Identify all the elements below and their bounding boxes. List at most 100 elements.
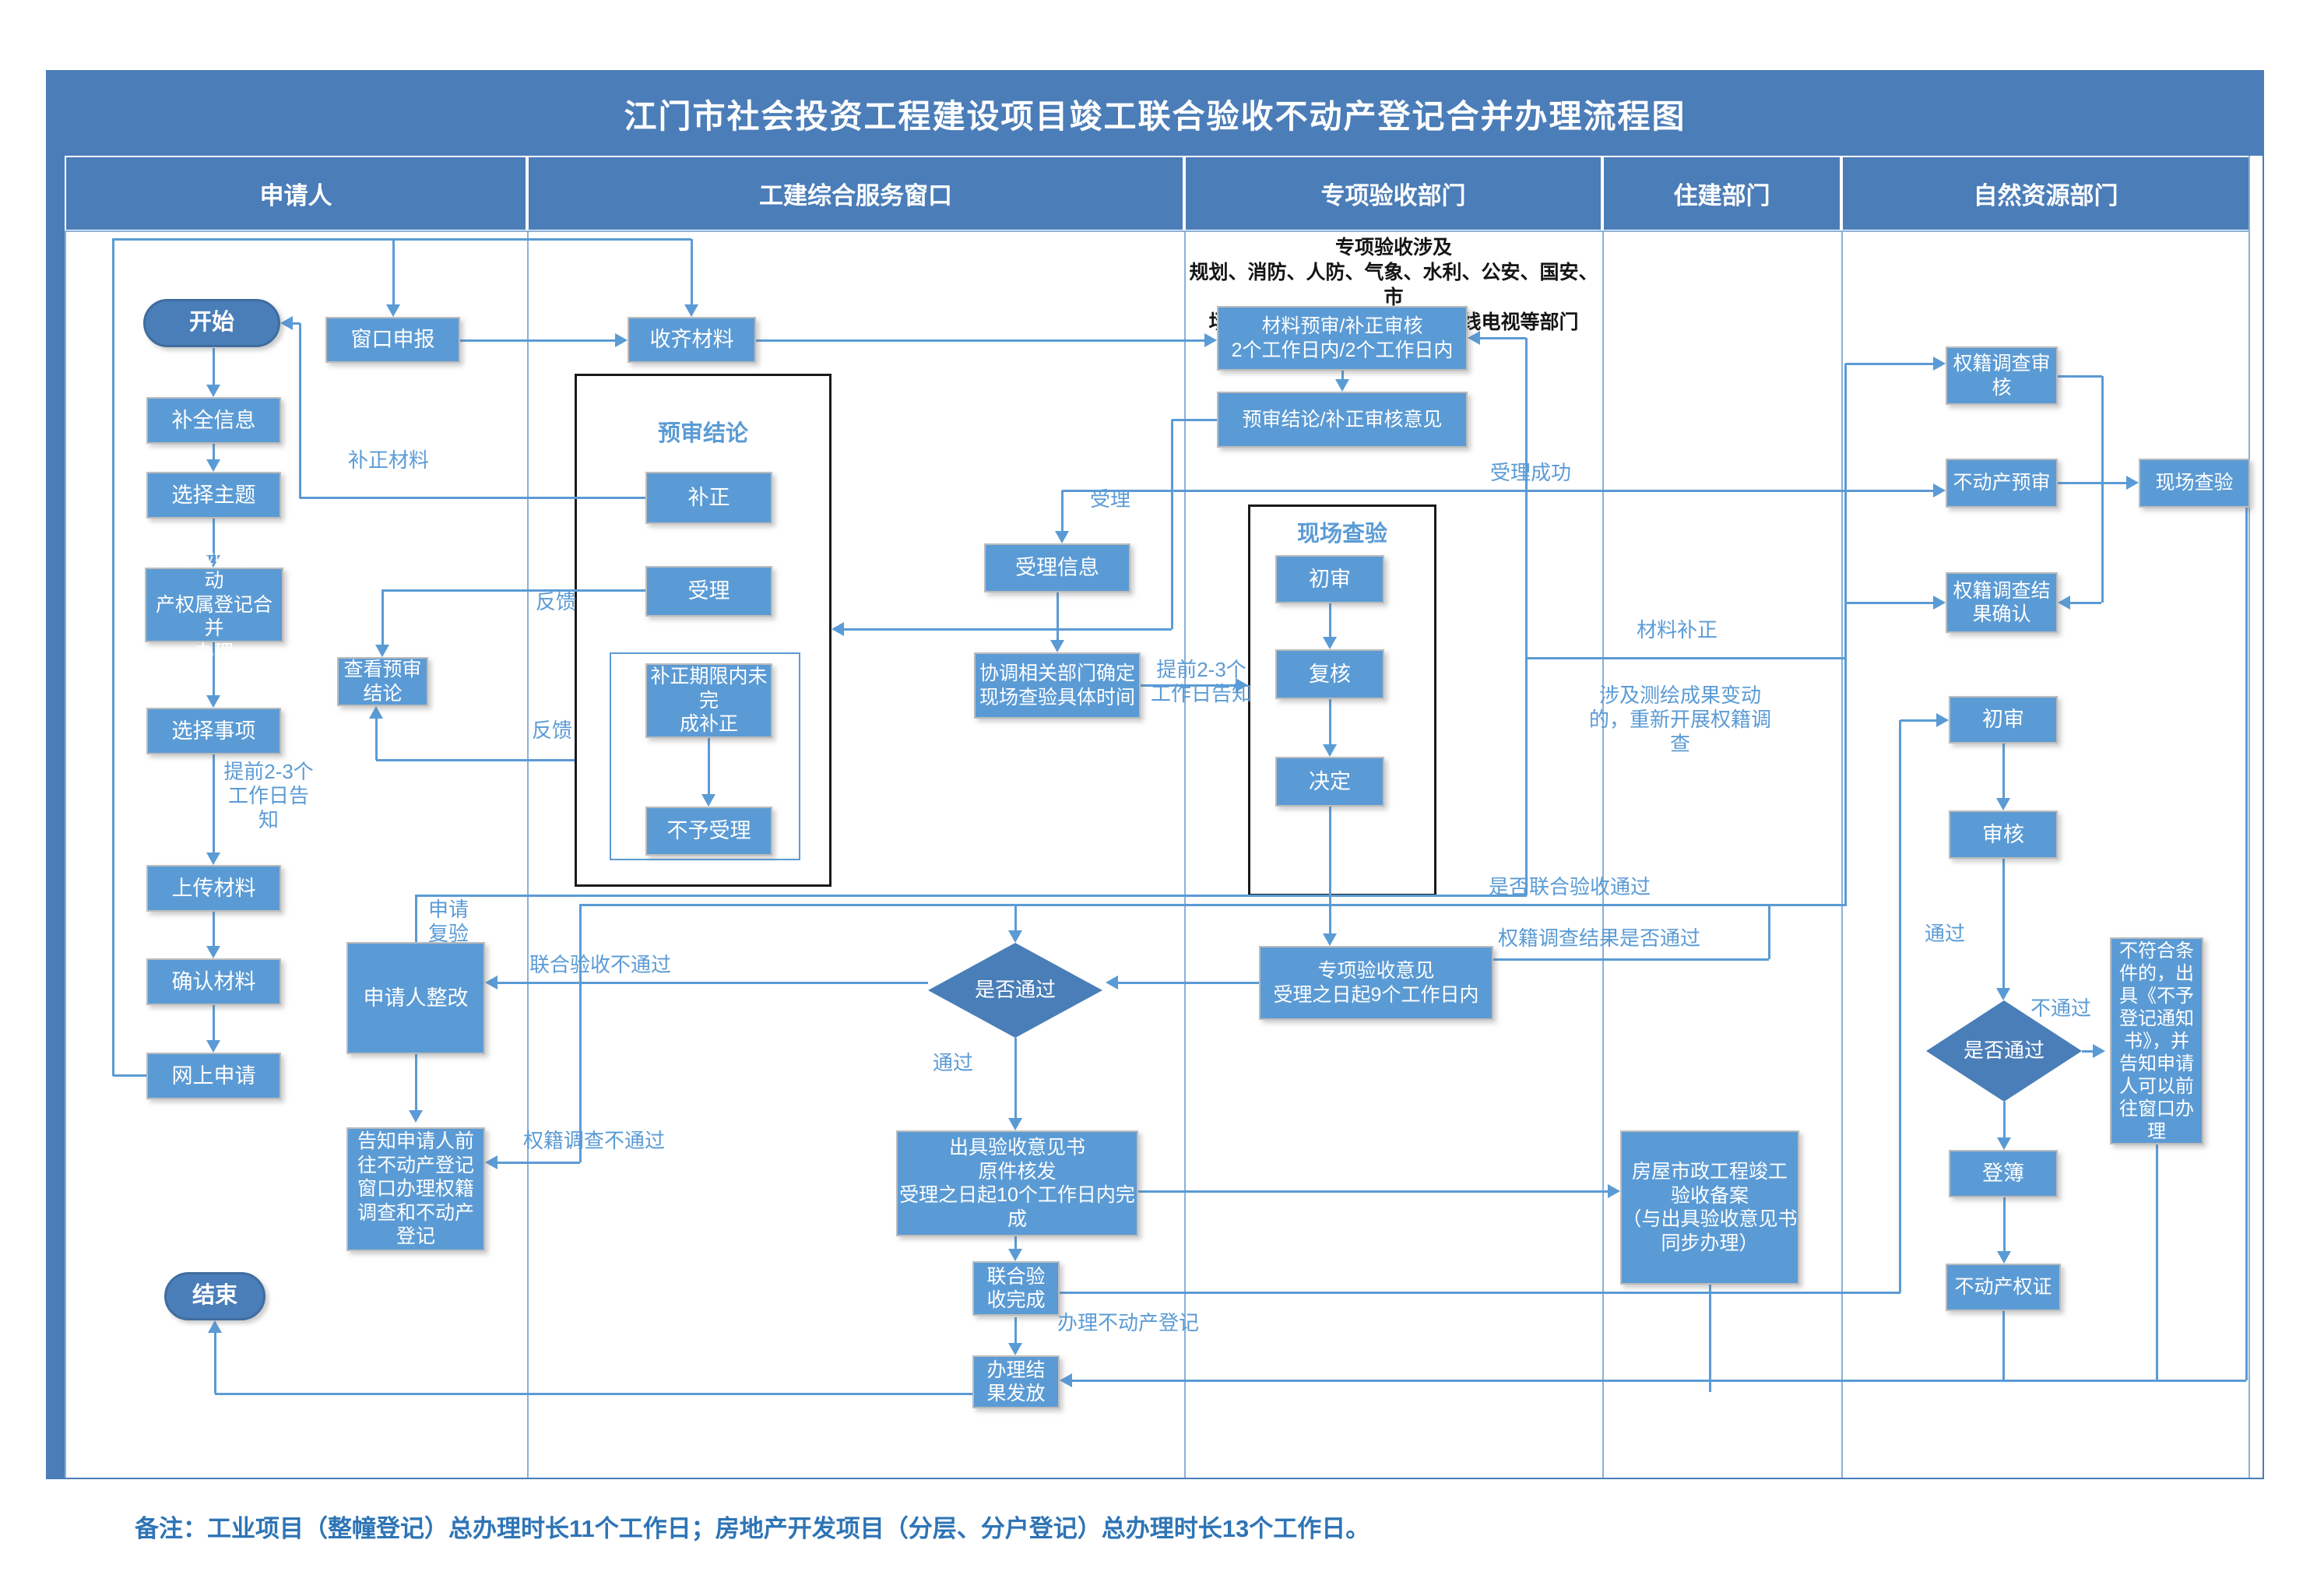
connector-line — [1072, 1380, 2246, 1382]
connector-line — [2101, 376, 2104, 603]
node-complete-info: 补全信息 — [146, 397, 281, 444]
arrow-icon — [1936, 713, 1949, 727]
node-accept: 受理 — [645, 566, 772, 617]
connector-line — [1844, 364, 1847, 905]
arrow-icon — [1204, 333, 1217, 347]
arrow-icon — [1323, 933, 1337, 946]
arrow-icon — [701, 794, 716, 807]
connector-line — [112, 238, 691, 241]
connector-line — [1141, 684, 1236, 687]
arrow-icon — [1997, 1137, 2011, 1150]
node-decide: 决定 — [1275, 757, 1384, 807]
container-site-check-title: 现场查验 — [1296, 522, 1387, 547]
connector-line — [213, 519, 215, 555]
node-estate-prereview: 不动产预审 — [1946, 459, 2058, 508]
arrow-icon — [409, 1110, 423, 1123]
connector-line — [1171, 420, 1173, 629]
arrow-icon — [485, 976, 498, 990]
arrow-icon — [2058, 596, 2070, 610]
node-upload-material: 上传材料 — [146, 865, 281, 912]
lane-header-applicant: 申请人 — [66, 157, 526, 230]
connector-line — [2002, 1311, 2005, 1380]
connector-line — [1341, 371, 1344, 379]
connector-line — [113, 1074, 146, 1077]
arrow-icon — [208, 1320, 222, 1333]
node-not-register: 不符合条 件的，出 具《不予 登记通知 书》，并 告知申请 人可以前 往窗口办 … — [2110, 937, 2203, 1144]
node-result-issue: 办理结 果发放 — [972, 1355, 1060, 1408]
node-start: 开始 — [143, 299, 280, 347]
node-review-opinion: 预审结论/补正审核意见 — [1217, 392, 1468, 448]
connector-line — [1014, 1317, 1017, 1343]
node-collect-material: 收齐材料 — [628, 317, 756, 363]
node-rectify: 申请人整改 — [346, 942, 485, 1054]
arrow-icon — [1060, 1373, 1072, 1387]
arrow-icon — [1997, 1251, 2011, 1264]
arrow-icon — [1008, 1343, 1022, 1355]
lane-divider — [527, 231, 529, 1478]
label-feedback-2: 反馈 — [532, 719, 573, 742]
node-estate-cert: 不动产权证 — [1946, 1264, 2061, 1311]
connector-line — [844, 628, 1172, 631]
connector-line — [1057, 592, 1059, 640]
arrow-icon — [1323, 744, 1337, 757]
arrow-icon — [206, 555, 220, 568]
lane-divider — [65, 231, 66, 1478]
connector-line — [1014, 1236, 1017, 1249]
node-inform-window: 告知申请人前 往不动产登记 窗口办理权籍 调查和不动产 登记 — [346, 1127, 485, 1251]
lane-header-resources: 自然资源部门 — [1843, 157, 2248, 230]
arrow-icon — [280, 316, 293, 330]
node-confirm-material: 确认材料 — [146, 958, 281, 1005]
connector-line — [1329, 807, 1331, 933]
connector-line — [498, 982, 928, 984]
connector-line — [1014, 1038, 1017, 1118]
label-material-correction: 材料补正 — [1637, 618, 1718, 642]
arrow-icon — [206, 1040, 220, 1053]
connector-line — [1329, 699, 1331, 744]
node-site-check-right: 现场查验 — [2139, 459, 2250, 508]
connector-line — [1480, 337, 1526, 339]
arrow-icon — [832, 622, 844, 636]
lane-divider — [1184, 231, 1186, 1478]
connector-line — [2002, 744, 2005, 798]
connector-line — [382, 589, 645, 592]
connector-line — [214, 1333, 216, 1394]
connector-line — [1062, 490, 1172, 492]
node-view-result: 查看预审 结论 — [337, 657, 428, 706]
connector-line — [213, 642, 215, 695]
label-fail: 不通过 — [2030, 997, 2092, 1020]
connector-line — [213, 444, 215, 459]
arrow-icon — [1335, 379, 1349, 392]
lane-header-window: 工建综合服务窗口 — [529, 157, 1183, 230]
connector-line — [381, 589, 384, 645]
connector-line — [498, 1162, 580, 1164]
lane-divider — [2248, 156, 2250, 1478]
label-notify-days-2: 提前2-3个 工作日告知 — [1150, 658, 1252, 706]
connector-line — [213, 348, 215, 385]
node-correction-not-done: 补正期限内未完 成补正 — [645, 663, 772, 738]
container-pre-review-title: 预审结论 — [657, 421, 748, 446]
connector-line — [392, 239, 395, 304]
label-pass-2: 通过 — [1925, 922, 1966, 945]
node-issue-letter: 出具验收意见书 原件核发 受理之日起10个工作日内完成 — [896, 1130, 1138, 1236]
arrow-icon — [1106, 976, 1118, 990]
arrow-icon — [1996, 988, 2010, 1000]
arrow-icon — [206, 385, 220, 397]
label-cadastral-fail: 权籍调查不通过 — [523, 1129, 666, 1152]
connector-line — [1526, 657, 1845, 659]
connector-line — [1525, 338, 1528, 895]
connector-line — [300, 497, 645, 499]
connector-line — [579, 904, 1847, 906]
connector-line — [213, 1005, 215, 1040]
connector-line — [1172, 419, 1217, 421]
node-filing: 房屋市政工程竣工 验收备案 （与出具验收意见书 同步办理） — [1620, 1130, 1799, 1285]
connector-line — [1138, 1190, 1608, 1193]
connector-line — [2003, 1197, 2006, 1251]
connector-line — [1768, 904, 1770, 959]
label-pass-1: 通过 — [933, 1051, 974, 1074]
lane-header-housing: 住建部门 — [1604, 157, 1840, 230]
connector-line — [1329, 603, 1331, 637]
node-choose-topic: 选择主题 — [146, 472, 281, 519]
arrow-icon — [206, 946, 220, 958]
connector-line — [579, 905, 582, 1162]
